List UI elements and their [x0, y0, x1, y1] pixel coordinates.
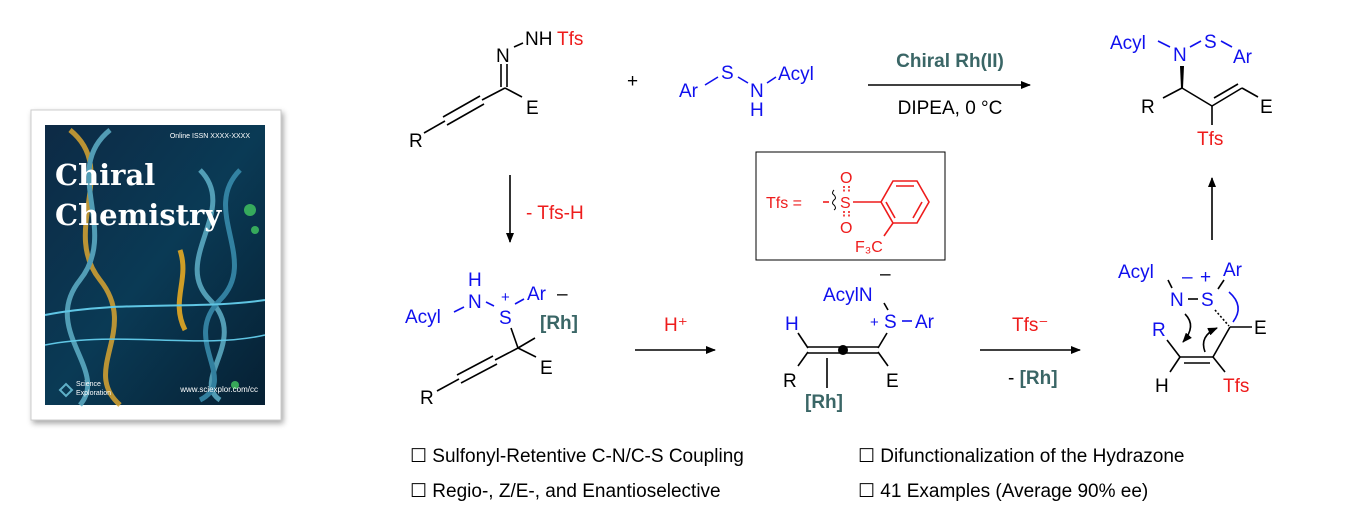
tfs-definition-box: Tfs = S O O F₃C	[755, 151, 946, 261]
s-atom: S	[884, 312, 897, 333]
s-atom: S	[1204, 32, 1217, 53]
plus-charge: +	[501, 289, 510, 306]
minus-charge: –	[880, 264, 891, 285]
s-atom: S	[721, 63, 734, 84]
r-group: R	[409, 131, 423, 152]
s-atom: S	[1201, 290, 1214, 311]
intermediate-rearrangement: Acyl – + Ar N S R H E Tfs	[1118, 260, 1267, 397]
cover-issn: Online ISSN XXXX-XXXX	[170, 133, 250, 140]
reactant-sulfenamide: Ar S N H Acyl	[679, 63, 814, 121]
acyl-group: Acyl	[1110, 33, 1146, 54]
electron-flow-arrow	[1202, 327, 1218, 353]
cover-url: www.sciexplor.com/cc	[179, 385, 258, 394]
h-atom: H	[785, 314, 799, 335]
intermediate-allene: AcylN – + S Ar H R E [Rh]	[783, 264, 935, 413]
intermediate-ylide: H Acyl N S + Ar – [Rh] E R	[405, 270, 578, 409]
minus-charge: –	[1182, 267, 1193, 288]
cover-publisher-2: Exploration	[76, 390, 111, 397]
electron-flow-arrow	[1182, 313, 1192, 343]
rh-catalyst: [Rh]	[540, 313, 578, 334]
wedge-bond	[1180, 66, 1184, 88]
n-atom: N	[1173, 45, 1187, 66]
electron-flow-arrow	[1228, 291, 1239, 323]
tfs-equals-label: Tfs =	[766, 195, 802, 212]
acyln-group: AcylN	[823, 285, 873, 306]
journal-cover: Online ISSN XXXX-XXXX Chiral Chemistry S…	[30, 109, 282, 421]
e-group: E	[1254, 318, 1267, 339]
o-atom-bottom: O	[840, 220, 852, 237]
minus-charge: –	[557, 284, 568, 305]
acyl-group: Acyl	[405, 307, 441, 328]
ar-group: Ar	[1223, 260, 1243, 281]
step3-label-top: Tfs⁻	[1012, 315, 1048, 336]
s-atom: S	[499, 308, 512, 329]
n-atom: N	[468, 292, 482, 313]
h-atom: H	[1155, 376, 1169, 397]
tfs-group: Tfs	[1197, 129, 1223, 150]
catalyst-label: Chiral Rh(II)	[896, 51, 1004, 72]
allene-center-dot	[838, 345, 848, 355]
ar-group: Ar	[527, 284, 547, 305]
tfs-group: Tfs	[557, 29, 583, 50]
o-atom-top: O	[840, 170, 852, 187]
cover-publisher-1: Science	[76, 381, 101, 388]
cover-title-line2: Chemistry	[55, 198, 222, 232]
dna-artwork	[44, 128, 266, 407]
plus-charge: +	[1200, 267, 1211, 288]
step3-label-bottom: - [Rh]	[1008, 368, 1058, 389]
e-group: E	[886, 371, 899, 392]
h-atom: H	[468, 270, 482, 291]
plus-sign: +	[627, 71, 638, 92]
ar-group: Ar	[915, 312, 935, 333]
cover-title-line1: Chiral	[55, 158, 155, 192]
acyl-group: Acyl	[1118, 262, 1154, 283]
feature-bullet: ☐ Regio-, Z/E-, and Enantioselective	[410, 481, 721, 502]
ar-group: Ar	[1233, 47, 1253, 68]
n-atom: N	[750, 81, 764, 102]
acyl-group: Acyl	[778, 64, 814, 85]
tfs-group: Tfs	[1223, 376, 1249, 397]
feature-bullet: ☐ Difunctionalization of the Hydrazone	[858, 446, 1185, 467]
e-group: E	[526, 98, 539, 119]
e-group: E	[540, 358, 553, 379]
product: Acyl N S Ar R E Tfs	[1110, 32, 1273, 150]
s-atom: S	[840, 195, 851, 212]
step1-label: - Tfs-H	[526, 203, 584, 224]
r-group: R	[1152, 320, 1166, 341]
e-group: E	[1260, 97, 1273, 118]
n-atom: N	[496, 46, 510, 67]
plus-charge: +	[870, 314, 879, 331]
step2-label: H⁺	[664, 315, 688, 336]
cf3-group: F₃C	[855, 239, 883, 256]
h-atom: H	[750, 100, 764, 121]
publisher-logo-icon	[58, 382, 74, 398]
conditions-label: DIPEA, 0 °C	[898, 98, 1003, 119]
rh-catalyst: [Rh]	[805, 392, 843, 413]
n-atom: N	[1170, 290, 1184, 311]
nh-atom: NH	[525, 29, 552, 50]
feature-bullet: ☐ 41 Examples (Average 90% ee)	[858, 481, 1148, 502]
ar-group: Ar	[679, 81, 699, 102]
r-group: R	[420, 388, 434, 409]
feature-bullet: ☐ Sulfonyl-Retentive C-N/C-S Coupling	[410, 446, 744, 467]
reactant-hydrazone: R N NH Tfs E	[409, 29, 583, 152]
r-group: R	[1141, 97, 1155, 118]
wavy-bond-icon	[832, 189, 836, 211]
r-group: R	[783, 371, 797, 392]
